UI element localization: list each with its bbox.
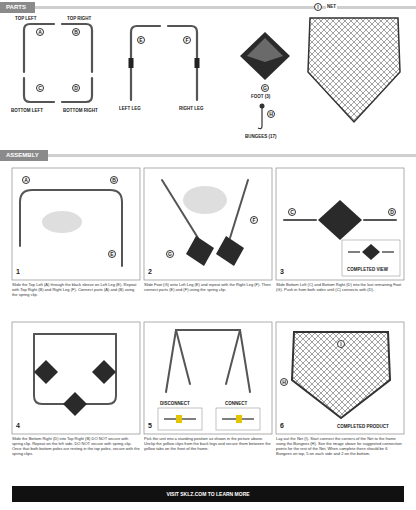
pole-parts xyxy=(24,24,197,102)
callout-letter: C xyxy=(288,208,296,216)
step-caption: Slide the Bottom Right (D) into Top Righ… xyxy=(12,434,140,456)
callout-letter: A xyxy=(36,28,44,36)
net-figure xyxy=(292,332,390,418)
step-panel: 3Slide Bottom Left (C) and Bottom Right … xyxy=(276,168,404,292)
foot-figure xyxy=(63,392,87,416)
foot-figure xyxy=(216,236,244,266)
callout-letter: H xyxy=(267,110,275,118)
part-label: FOOT (3) xyxy=(250,94,271,99)
step-picture: 3 xyxy=(276,168,404,280)
step-picture: 4 xyxy=(12,322,140,434)
callout-letter: F xyxy=(250,216,258,224)
header-rule xyxy=(0,6,416,9)
step-panel: 2Slide Foot (G) onto Left Leg (E) and re… xyxy=(144,168,272,292)
part-label: BOTTOM RIGHT xyxy=(62,108,99,113)
callout-letter: E xyxy=(137,36,145,44)
callout-letter: D xyxy=(72,84,80,92)
part-label: TOP RIGHT xyxy=(66,16,92,21)
header-rule xyxy=(0,154,416,157)
frame-figure xyxy=(162,180,248,238)
frame-figure xyxy=(348,251,394,252)
callout-letter: H xyxy=(280,378,288,386)
bungee-piece xyxy=(258,108,262,129)
part-label: LEFT LEG xyxy=(118,106,142,111)
step-picture: 5 xyxy=(144,322,272,434)
panel-frame xyxy=(12,168,404,434)
step-caption: Pick the unit into a standing position a… xyxy=(144,434,272,451)
section-header: ASSEMBLY xyxy=(0,150,48,161)
part-label: RIGHT LEG xyxy=(178,106,205,111)
step-number: 5 xyxy=(147,422,153,430)
callout-letter: I xyxy=(337,340,345,348)
step-caption: Slide Foot (G) onto Left Leg (E) and rep… xyxy=(144,280,272,292)
callout-letter: G xyxy=(261,84,269,92)
callout-letter: A xyxy=(22,176,30,184)
callout-letter: B xyxy=(72,28,80,36)
frame-figure xyxy=(284,219,396,221)
callout-letter: C xyxy=(36,84,44,92)
step-picture: 1 xyxy=(12,168,140,280)
step-number: 4 xyxy=(15,422,21,430)
part-label: COMPLETED PRODUCT xyxy=(336,424,390,429)
part-label: NET xyxy=(326,4,337,9)
step-caption: Slide Bottom Left (C) and Bottom Right (… xyxy=(276,280,404,292)
footer-text: VISIT SKLZ.COM TO LEARN MORE xyxy=(12,491,404,497)
foot-figure xyxy=(186,236,214,266)
hand-figure xyxy=(42,211,82,233)
part-label: TOP LEFT xyxy=(14,16,38,21)
step-panel: 1Slide the Top Left (A) through the blac… xyxy=(12,168,140,297)
step-number: 3 xyxy=(279,268,285,276)
step-number: 1 xyxy=(15,268,21,276)
part-label: BOTTOM LEFT xyxy=(10,108,44,113)
section-title: PARTS xyxy=(6,4,26,11)
clip-figure xyxy=(236,415,242,423)
callout-letter: B xyxy=(110,176,118,184)
foot-piece xyxy=(247,38,283,62)
step-number: 2 xyxy=(147,268,153,276)
section-title: ASSEMBLY xyxy=(6,152,39,159)
step-caption: Lay out the Net (I). Start connect the c… xyxy=(276,434,404,456)
callout-letter: D xyxy=(388,208,396,216)
callout-letter: I xyxy=(314,3,322,11)
foot-figure xyxy=(362,244,380,260)
bungee-piece xyxy=(260,104,265,109)
step-panel: 5Pick the unit into a standing position … xyxy=(144,322,272,451)
part-label: CONNECT xyxy=(224,401,248,406)
inset-frame xyxy=(342,240,400,276)
section-header: PARTS xyxy=(0,2,35,13)
hand-figure xyxy=(183,186,227,214)
frame-figure xyxy=(20,190,122,266)
foot-figure xyxy=(34,360,58,384)
callout-letter: F xyxy=(183,36,191,44)
step-picture: 2 xyxy=(144,168,272,280)
step-panel: 4Slide the Bottom Right (D) into Top Rig… xyxy=(12,322,140,456)
step-caption: Slide the Top Left (A) through the black… xyxy=(12,280,140,297)
net-piece xyxy=(308,18,400,122)
callout-letter: E xyxy=(108,250,116,258)
clip-figure xyxy=(176,415,182,423)
part-label: BUNGEES (17) xyxy=(244,134,278,139)
part-label: COMPLETED VIEW xyxy=(346,267,389,272)
callout-letter: G xyxy=(166,250,174,258)
frame-figure xyxy=(166,330,250,392)
foot-piece xyxy=(240,32,290,80)
step-number: 6 xyxy=(279,422,285,430)
footer-band: VISIT SKLZ.COM TO LEARN MORE xyxy=(12,486,404,502)
part-label: DISCONNECT xyxy=(159,401,191,406)
sleeve xyxy=(129,58,200,68)
step-picture: 6 xyxy=(276,322,404,434)
foot-figure xyxy=(318,200,362,240)
foot-figure xyxy=(92,360,116,384)
